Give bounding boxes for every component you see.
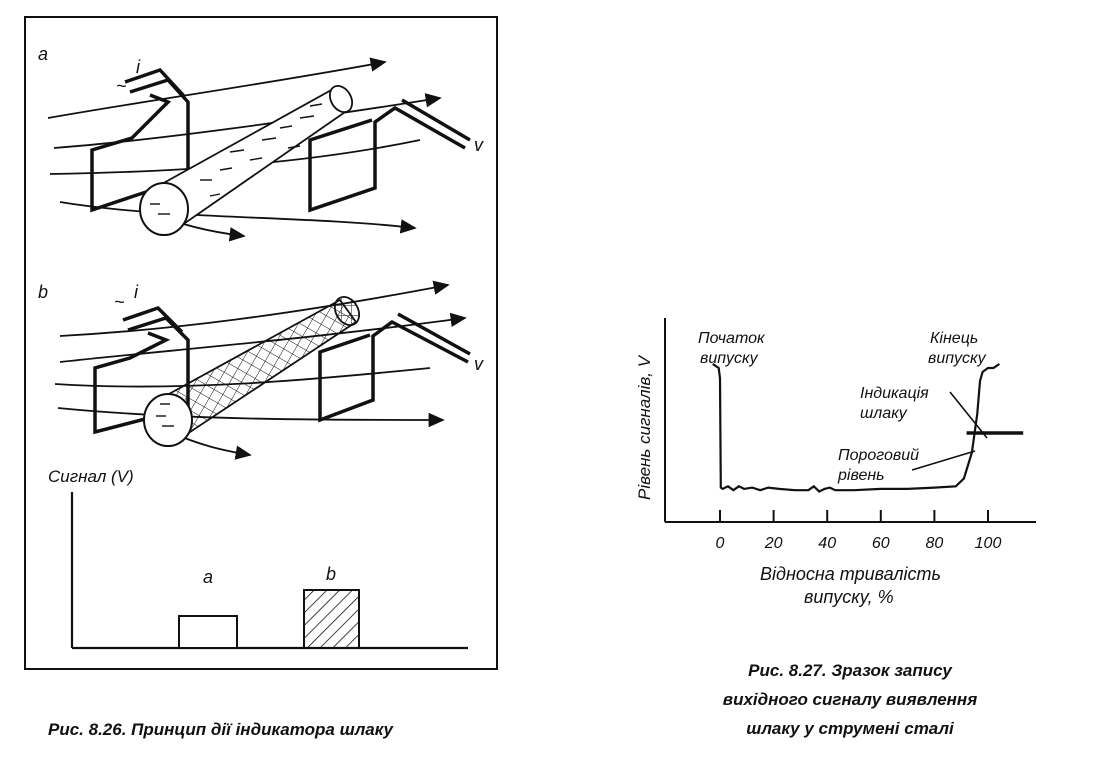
chart-x-label-line1: Відносна тривалість: [760, 564, 941, 584]
signal-bar-chart: Сигнал (V) a b: [48, 467, 468, 650]
current-label-i: i: [136, 57, 141, 77]
signal-bar-a: [178, 615, 238, 649]
figure-8-27-caption-line2: вихідного сигналу виявлення: [722, 690, 978, 709]
transmitter-coil: [93, 305, 190, 435]
panel-a: a i ~ v: [38, 44, 484, 242]
signal-axis-label: Сигнал (V): [48, 467, 134, 486]
start-annotation-line2: випуску: [700, 350, 759, 367]
slag-annotation-line2: шлаку: [860, 405, 908, 422]
end-annotation-line2: випуску: [928, 350, 987, 367]
slag-indication-leader: [949, 391, 988, 439]
flux-line: [53, 93, 442, 149]
x-tick-label: 0: [716, 535, 725, 552]
chart-x-label-line2: випуску, %: [804, 587, 894, 607]
x-tick-label: 20: [764, 535, 783, 552]
steel-stream: [139, 84, 354, 236]
figure-8-26-caption: Рис. 8.26. Принцип дії індикатора шлаку: [48, 720, 393, 739]
flux-line: [57, 407, 445, 428]
threshold-annotation-line1: Пороговий: [838, 447, 919, 464]
threshold-leader: [911, 450, 976, 471]
receiver-coil: [308, 98, 471, 213]
transmitter-coil: [90, 67, 190, 213]
voltage-label-v: v: [474, 354, 484, 374]
threshold-annotation-line2: рівень: [837, 467, 885, 484]
figure-8-27-caption-line3: шлаку у струмені сталі: [746, 719, 954, 738]
start-annotation-line1: Початок: [698, 330, 766, 347]
figure-8-26-frame: [24, 16, 498, 670]
slag-annotation-line1: Індикація: [860, 385, 929, 402]
signal-bar-b: [303, 589, 360, 649]
current-label-i: i: [134, 282, 139, 302]
panel-b: b i ~ v: [38, 280, 484, 460]
x-tick-label: 80: [926, 535, 944, 552]
chart-y-label: Рівень сигналів, V: [635, 354, 654, 500]
steel-stream-with-slag: [143, 295, 361, 447]
receiver-coil: [318, 312, 471, 423]
current-tilde: ~: [116, 76, 127, 96]
signal-bar-a-label: a: [203, 567, 213, 587]
current-tilde: ~: [114, 292, 125, 312]
figure-8-27-caption: Рис. 8.27. Зразок запису вихідного сигна…: [680, 656, 1020, 743]
flux-line: [59, 201, 417, 234]
panel-b-label: b: [38, 282, 48, 302]
flux-line: [59, 280, 450, 337]
flux-line: [47, 57, 387, 119]
x-tick-label: 40: [818, 535, 836, 552]
figure-8-27-caption-line1: Рис. 8.27. Зразок запису: [748, 661, 952, 680]
x-tick-label: 60: [872, 535, 890, 552]
voltage-label-v: v: [474, 135, 484, 155]
signal-bar-b-label: b: [326, 564, 336, 584]
x-tick-label: 100: [975, 535, 1002, 552]
panel-a-label: a: [38, 44, 48, 64]
end-annotation-line1: Кінець: [930, 330, 978, 347]
